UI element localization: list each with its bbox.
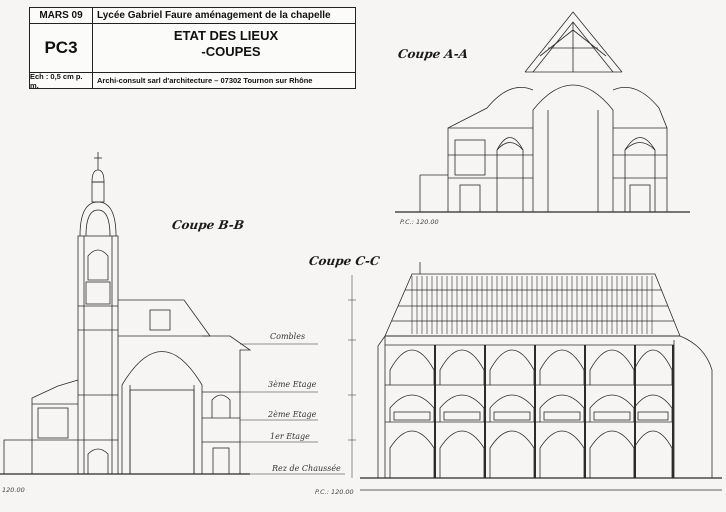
section-c-title: Coupe C-C (308, 254, 381, 268)
section-b-drawing (0, 152, 252, 475)
section-c-ground-ref: P.C.: 120.00 (315, 488, 354, 496)
section-b-title: Coupe B-B (171, 218, 245, 232)
architect-cell: Archi-consult sarl d'architecture – 0730… (92, 72, 356, 89)
description-line-2: -COUPES (201, 44, 261, 59)
section-b-ground-ref: 120.00 (2, 486, 25, 494)
level-leaders (240, 343, 345, 475)
level-label-3: 3ème Etage (268, 380, 317, 389)
level-label-ground: Rez de Chaussée (272, 464, 341, 473)
section-a-drawing (395, 11, 690, 213)
description-line-1: ETAT DES LIEUX (173, 28, 279, 43)
section-a-ground-ref: P.C.: 120.00 (400, 218, 439, 226)
title-block: MARS 09 Lycée Gabriel Faure aménagement … (29, 7, 356, 90)
level-label-2: 2ème Etage (268, 410, 317, 419)
section-c-drawing (348, 262, 722, 491)
level-label-1: 1er Etage (270, 432, 310, 441)
level-label-attic: Combles (270, 332, 306, 341)
section-a-title: Coupe A-A (397, 47, 470, 61)
